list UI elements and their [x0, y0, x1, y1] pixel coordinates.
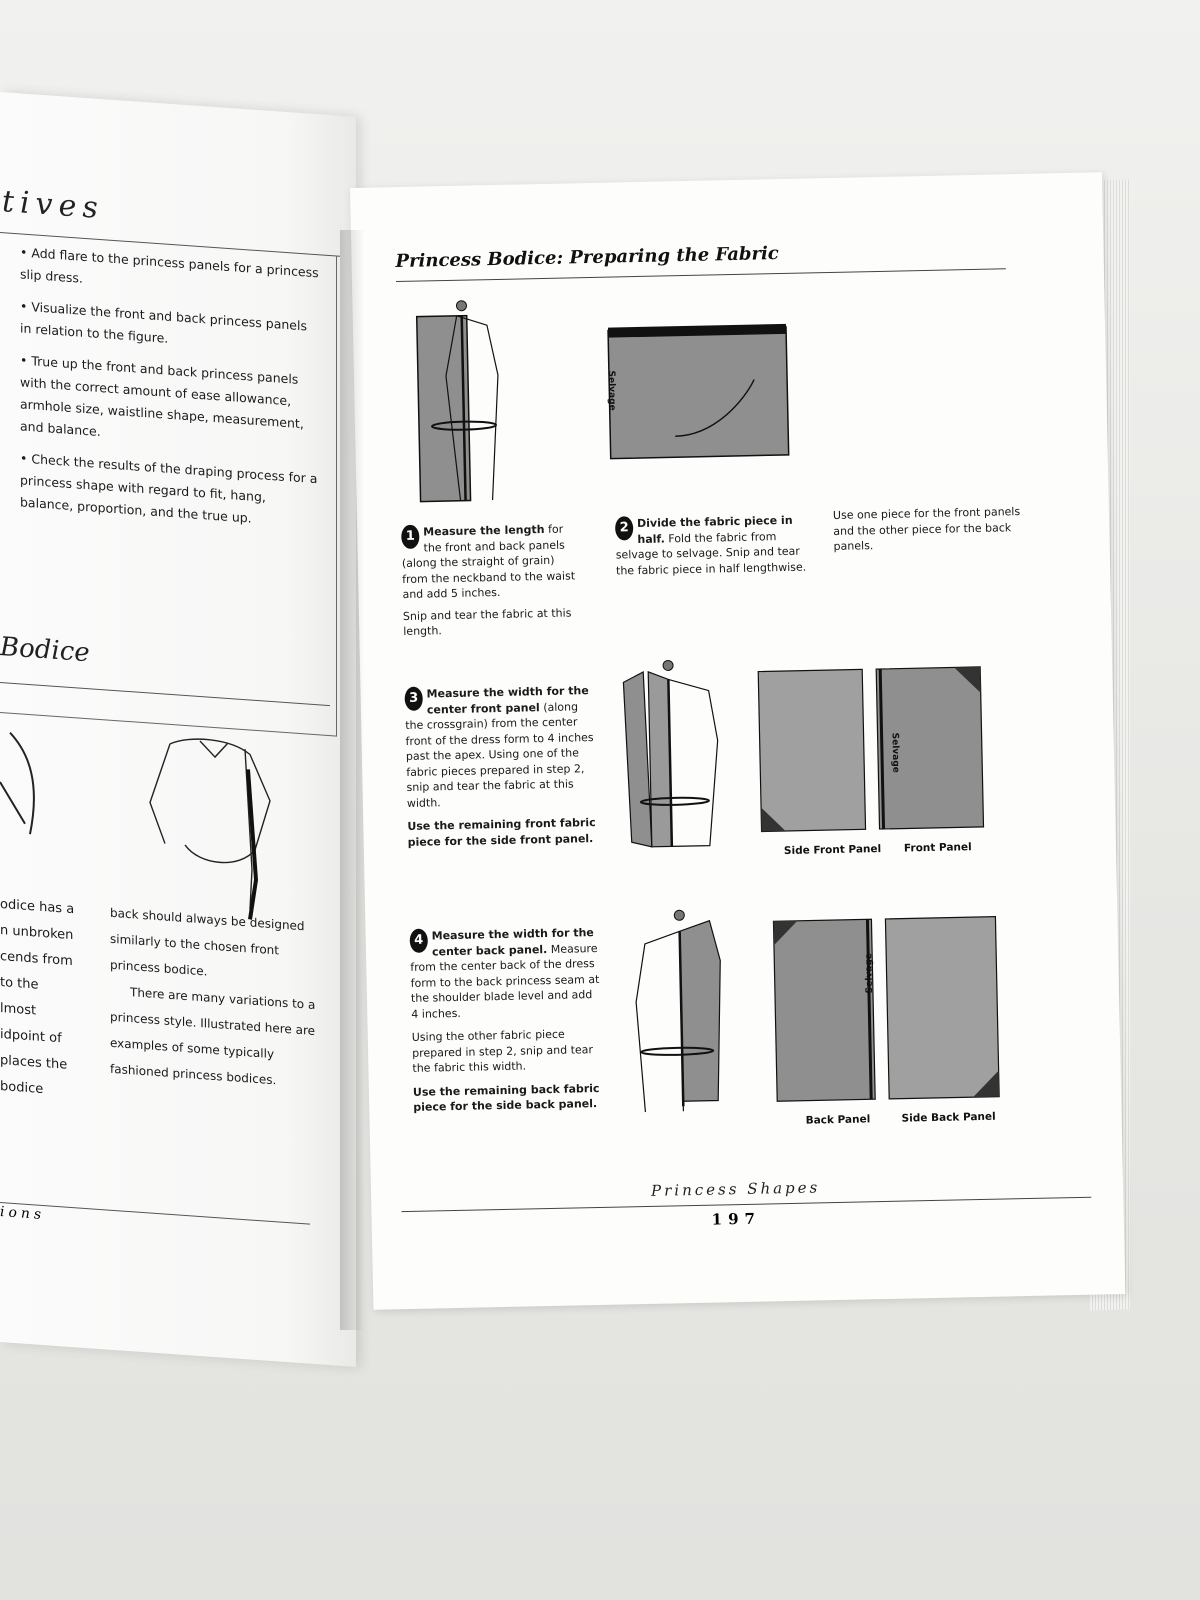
section-heading: Bodice — [0, 632, 90, 669]
step-number-badge: 3 — [404, 686, 423, 711]
left-footer: ions — [0, 1204, 46, 1224]
dress-form-length-figure — [415, 300, 499, 503]
step-2-note: Use one piece for the front panels and t… — [832, 505, 1021, 553]
dress-form-back-figure — [635, 909, 721, 1113]
bullet-item: • Visualize the front and back princess … — [20, 298, 307, 346]
step-number-badge: 1 — [401, 524, 420, 549]
step-1: 1 Measure the length for the front and b… — [401, 522, 576, 638]
step-4: 4 Measure the width for the center back … — [409, 926, 600, 1114]
fabric-divide-figure — [607, 323, 790, 460]
book-gutter-shadow — [340, 230, 364, 1330]
selvage-label-3: Selvage — [864, 953, 875, 994]
step-2: 2 Divide the fabric piece in half. Fold … — [614, 513, 807, 578]
back-panels-figure — [772, 916, 1000, 1102]
page-title: Princess Bodice: Preparing the Fabric — [395, 243, 779, 273]
right-page: Princess Bodice: Preparing the Fabric Se… — [350, 172, 1126, 1310]
footer-rule — [0, 1202, 310, 1225]
bullet-item: • True up the front and back princess pa… — [20, 352, 304, 440]
label-side-front-panel: Side Front Panel — [783, 843, 882, 858]
title-rule — [395, 268, 1006, 283]
dress-illustrations — [0, 732, 271, 920]
step-3: 3 Measure the width for the center front… — [404, 684, 596, 849]
left-page: tives • Add flare to the princess panels… — [0, 92, 356, 1367]
label-back-panel: Back Panel — [805, 1113, 871, 1127]
selvage-label-2: Selvage — [889, 732, 901, 773]
footer-title: Princess Shapes — [650, 1178, 821, 1200]
objectives-list: • Add flare to the princess panels for a… — [20, 241, 320, 534]
label-front-panel: Front Panel — [903, 841, 972, 855]
right-column-text: back should always be designed similarly… — [110, 905, 316, 1088]
dress-form-front-figure — [622, 659, 719, 848]
front-panels-figure — [757, 666, 985, 833]
left-column-text: odice has a n unbroken cends from to the… — [0, 897, 75, 1098]
selvage-label-1: Selvage — [605, 370, 617, 411]
step-number-badge: 4 — [409, 928, 429, 953]
objectives-heading: tives — [2, 184, 104, 227]
label-side-back-panel: Side Back Panel — [901, 1110, 996, 1125]
step-number-badge: 2 — [614, 516, 634, 541]
page-number: 197 — [711, 1209, 762, 1229]
